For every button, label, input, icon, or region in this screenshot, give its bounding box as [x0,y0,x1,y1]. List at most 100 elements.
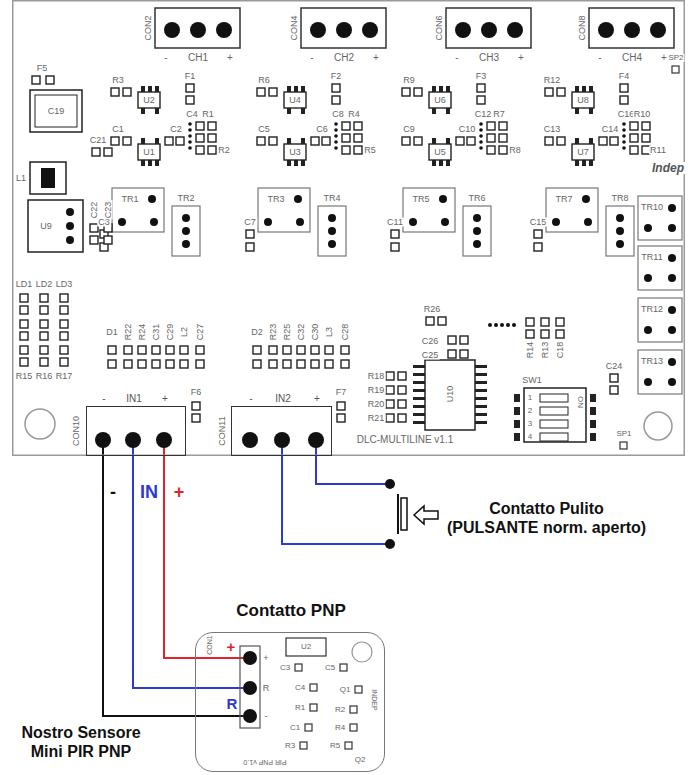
component-label: C31 [152,323,161,342]
component-label: R11 [649,146,667,155]
component-label: R3 [284,742,296,750]
component-label: Q1 [339,686,352,694]
sensor-illustration [345,742,352,749]
relay-footprint [668,224,676,232]
component-label: U9 [39,222,53,231]
component-label: R16 [35,372,54,381]
component-label: D1 [105,328,119,337]
input-filter-pads [108,360,116,368]
component-label: CON11 [218,415,227,446]
component-label: C13 [543,125,562,134]
led-pads [60,332,68,340]
input-filter-pads [269,346,277,354]
logic-section [540,394,568,402]
component-label: 2 [527,407,533,415]
node-label: + [313,394,321,404]
logic-section [386,414,394,422]
logic-section [398,372,406,380]
component-label: R17 [55,372,74,381]
component-label: CH3 [478,53,500,63]
terminal-screw [274,432,290,448]
logic-section [386,66,679,449]
component-label: R4 [334,724,346,732]
power-section [28,76,112,252]
sensor-illustration [305,724,312,731]
logic-section [475,421,487,424]
sensor-illustration [195,657,243,659]
component-label: TR13 [640,357,664,366]
sensor-illustration [295,664,302,671]
logic-section [524,388,586,442]
component-label: Q2 [354,756,367,764]
component-label: F4 [618,72,631,81]
led-pads [60,320,68,328]
relay-footprint [644,224,652,232]
component-label: - [454,53,459,63]
component-label: C5 [257,125,271,134]
component-label: R1 [294,704,306,712]
component-label: - [309,53,314,63]
component-label: U8 [576,96,590,105]
logic-section [413,405,425,408]
relay-footprint [668,306,676,314]
component-label: R1 [201,110,215,119]
component-label: + [517,53,525,63]
component-label: R19 [367,386,386,395]
logic-section [386,386,394,394]
led-pads [20,306,28,314]
sensor-illustration [340,664,347,671]
component-label: TR3 [266,195,285,204]
power-section [66,236,74,244]
logic-section [500,323,504,327]
component-label: C11 [386,218,404,227]
component-label: F2 [330,72,343,81]
component-label: CON4 [290,14,299,41]
logic-section [426,317,434,325]
logic-section [610,386,618,394]
sensor-board: Contatto PNPNostro Sensore Mini PIR PNP [195,632,385,772]
node-label: + [161,394,169,404]
logic-section [541,318,549,326]
component-label: R3 [111,76,125,85]
component-label: + [226,639,237,654]
wire [103,456,195,716]
input-filter-pads [166,346,174,354]
logic-section [488,323,492,327]
logic-section [514,394,520,402]
power-section [46,76,54,84]
component-label: R8 [508,146,522,155]
component-label: C7 [243,218,257,227]
input-filter-pads [325,346,333,354]
component-label: L1 [15,174,27,183]
terminal-screw [308,432,324,448]
input-filter-pads [311,346,319,354]
component-label: Indep [651,162,685,174]
power-section [32,76,40,84]
logic-section [590,407,596,415]
component-label: TR11 [640,253,663,262]
power-section [104,236,112,244]
led-pads [40,358,48,366]
logic-section [526,330,534,338]
component-label: R9 [402,76,416,85]
component-label: 1 [527,394,533,402]
component-label: C5 [324,664,336,672]
component-label: U3 [288,148,302,157]
component-label: CH4 [621,53,643,63]
component-label: R20 [367,400,386,409]
pcb-board: DLC-MULTILINE v1.1-IN1+-IN2+ [12,0,685,456]
push-button-symbol [385,479,395,489]
node-label: IN2 [274,394,292,404]
component-label: U4 [288,96,302,105]
wire-label: + [173,483,186,501]
component-label: CON2 [144,14,153,41]
led-pads [40,346,48,354]
logic-section [475,373,487,376]
component-label: U7 [576,148,590,157]
component-label: PIR PNP v1.0 [242,759,287,766]
relay-footprint [668,274,676,282]
logic-section [413,365,425,368]
component-label: SP2 [667,54,684,62]
logic-section [512,323,516,327]
component-label: TR1 [120,195,139,204]
